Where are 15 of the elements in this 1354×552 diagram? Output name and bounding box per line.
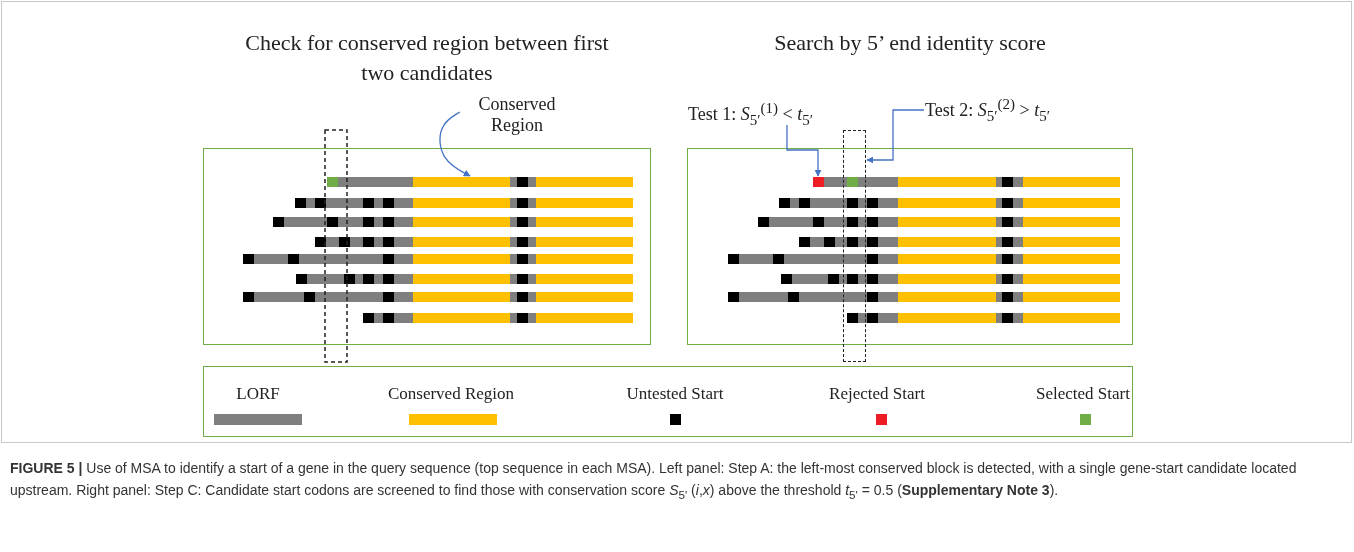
legend-label: Untested Start xyxy=(625,384,725,404)
conserved-region-bar xyxy=(412,176,510,187)
panel xyxy=(687,148,1133,345)
panel-heading: Check for conserved region between first two candidates xyxy=(244,29,610,87)
panel xyxy=(203,148,651,345)
figure-caption: FIGURE 5 | Use of MSA to identify a start of a gene in the query sequence (top sequence in each MSA). Left panel: Step A: the left-most conserved block is detected, with a single gene-start candidate located upstream. Right panel: Step C: Candidate start codons are screened to find those with conservation score S$_{5'}$ (i,x) above the threshold t$_{5'}$ = 0.5 (Supplementary Note 3). xyxy=(10,459,1298,503)
legend-label: Rejected Start xyxy=(828,384,926,404)
rejected-start-mark xyxy=(812,176,824,187)
panel-heading: Search by 5’ end identity score xyxy=(773,29,1047,57)
legend-label: LORF xyxy=(235,384,281,404)
arrow xyxy=(786,124,822,177)
legend-label: Conserved Region xyxy=(386,384,516,404)
legend-label: Selected Start xyxy=(1035,384,1131,404)
arrow xyxy=(866,109,925,164)
arrow xyxy=(439,111,471,177)
